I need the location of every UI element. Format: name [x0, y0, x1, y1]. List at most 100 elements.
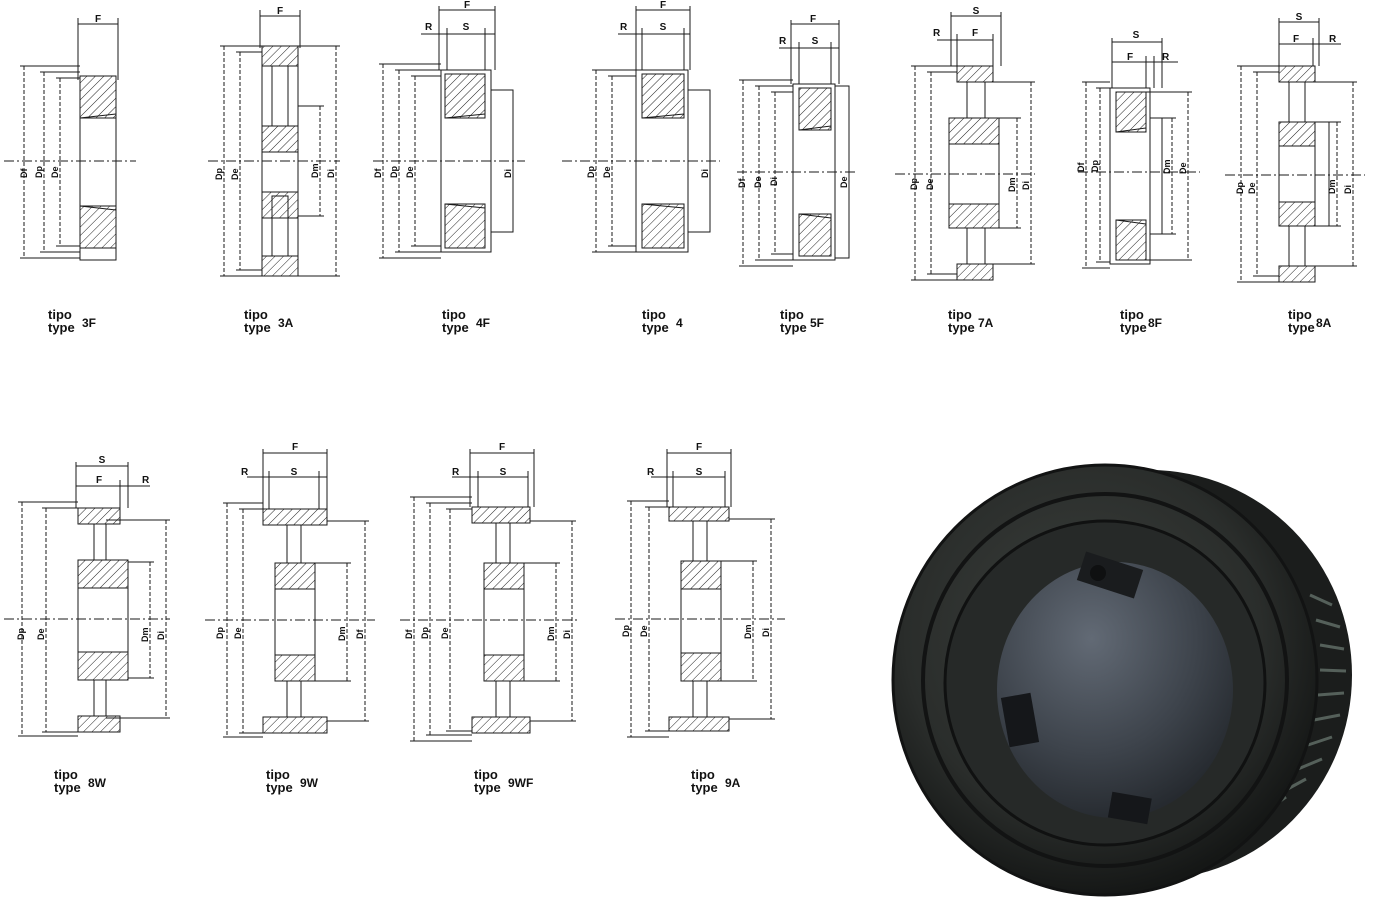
type-code: 3A — [278, 316, 294, 330]
svg-text:F: F — [660, 0, 666, 11]
svg-text:Df: Df — [19, 168, 29, 178]
svg-text:Dm: Dm — [1007, 177, 1017, 192]
type-code: 5F — [810, 316, 825, 330]
pulley-photo — [880, 455, 1370, 915]
svg-text:Dm: Dm — [310, 163, 320, 178]
svg-text:S: S — [1133, 30, 1140, 41]
svg-text:Di: Di — [326, 169, 336, 178]
svg-text:S: S — [99, 455, 106, 466]
svg-text:Df: Df — [1076, 162, 1086, 172]
svg-text:F: F — [96, 475, 102, 486]
svg-text:Dp: Dp — [215, 627, 225, 639]
svg-text:Dm: Dm — [743, 624, 753, 639]
svg-text:De: De — [753, 176, 763, 188]
svg-text:R: R — [452, 467, 460, 478]
svg-text:Dm: Dm — [1162, 159, 1172, 174]
svg-text:De: De — [925, 178, 935, 190]
drawing-3f: F Df Dp De — [0, 10, 150, 270]
svg-text:Di: Di — [562, 630, 572, 639]
svg-text:F: F — [464, 0, 470, 11]
svg-text:Dm: Dm — [140, 627, 150, 642]
type-code: 4 — [676, 316, 683, 330]
svg-text:S: S — [500, 467, 507, 478]
svg-text:De: De — [639, 625, 649, 637]
svg-text:F: F — [972, 28, 978, 39]
svg-text:F: F — [810, 14, 816, 25]
drawing-4f: F R S Df Dp De Di — [365, 0, 545, 270]
svg-text:S: S — [1296, 12, 1303, 23]
svg-text:S: S — [973, 6, 980, 17]
svg-text:R: R — [779, 36, 787, 47]
svg-text:Dp: Dp — [420, 627, 430, 639]
svg-text:De: De — [1247, 182, 1257, 194]
svg-text:De: De — [230, 168, 240, 180]
svg-text:Di: Di — [761, 628, 771, 637]
svg-text:De: De — [1178, 162, 1188, 174]
svg-text:Dm: Dm — [546, 626, 556, 641]
svg-text:Di: Di — [700, 169, 710, 178]
svg-text:F: F — [1127, 52, 1133, 63]
svg-text:F: F — [499, 442, 505, 453]
svg-text:R: R — [241, 467, 249, 478]
svg-text:Di: Di — [1021, 181, 1031, 190]
drawing-9a: F R S Dp De Dm Di — [615, 435, 795, 738]
svg-text:R: R — [142, 475, 150, 486]
type-code: 4F — [476, 316, 491, 330]
svg-text:F: F — [696, 442, 702, 453]
svg-text:R: R — [1329, 34, 1337, 45]
svg-text:F: F — [292, 442, 298, 453]
drawing-9wf: F R S Df Dp De Dm Di — [400, 435, 590, 745]
svg-text:R: R — [933, 28, 941, 39]
svg-text:Dp: Dp — [389, 166, 399, 178]
svg-text:Dp: Dp — [1235, 182, 1245, 194]
svg-text:Di: Di — [156, 631, 166, 640]
svg-text:Df: Df — [373, 168, 383, 178]
svg-text:De: De — [50, 166, 60, 178]
svg-text:Dp: Dp — [909, 178, 919, 190]
type-code: 7A — [978, 316, 994, 330]
svg-text:Dp: Dp — [214, 168, 224, 180]
svg-text:R: R — [425, 22, 433, 33]
type-code: 8W — [88, 776, 106, 790]
type-code: 9W — [300, 776, 318, 790]
svg-text:Di: Di — [1343, 185, 1353, 194]
svg-text:S: S — [660, 22, 667, 33]
dim-f: F — [95, 14, 101, 25]
type-code: 8A — [1316, 316, 1332, 330]
type-code: 9A — [725, 776, 741, 790]
svg-text:De: De — [405, 166, 415, 178]
svg-text:R: R — [1162, 52, 1170, 63]
drawing-8a: S F R Dp De Dm Di — [1225, 0, 1375, 290]
drawing-4: F R S Dp De Di — [560, 0, 730, 270]
svg-text:De: De — [839, 176, 849, 188]
svg-text:S: S — [463, 22, 470, 33]
svg-text:Dp: Dp — [34, 166, 44, 178]
svg-text:Dm: Dm — [1327, 179, 1337, 194]
svg-text:De: De — [36, 628, 46, 640]
svg-text:Df: Df — [404, 629, 414, 639]
svg-text:De: De — [233, 627, 243, 639]
svg-text:R: R — [620, 22, 628, 33]
svg-text:De: De — [602, 166, 612, 178]
svg-text:F: F — [1293, 34, 1299, 45]
svg-text:Di: Di — [769, 177, 779, 186]
drawing-5f: F R S Df De Di De — [735, 10, 865, 275]
svg-text:Dp: Dp — [1090, 160, 1100, 172]
svg-text:Dp: Dp — [16, 628, 26, 640]
svg-text:Df: Df — [737, 178, 747, 188]
drawing-7a: S R F Dp De Dm Di — [895, 0, 1045, 290]
svg-text:S: S — [696, 467, 703, 478]
svg-text:Di: Di — [503, 169, 513, 178]
type-code: 8F — [1148, 316, 1163, 330]
